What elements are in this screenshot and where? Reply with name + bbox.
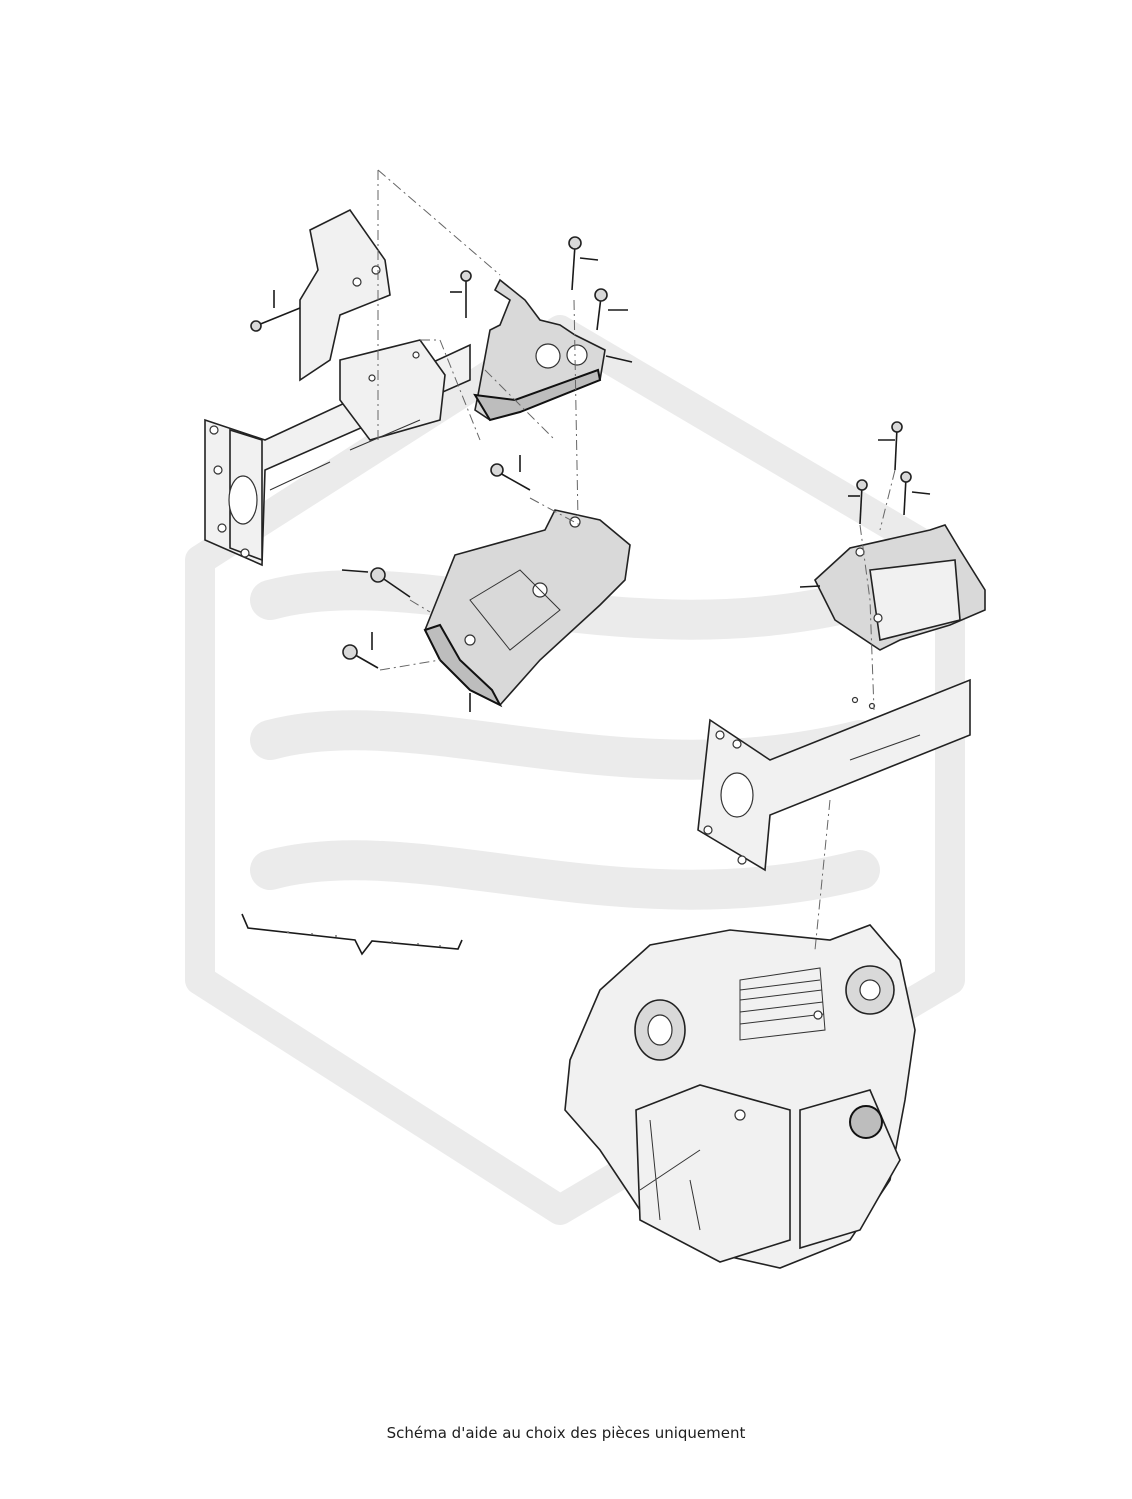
central-mount-bracket (423, 509, 631, 708)
bolt-central-top (490, 463, 531, 491)
bolt-trans-1 (891, 421, 903, 471)
bolt-trans-2 (856, 479, 868, 525)
right-chassis-rail (697, 678, 971, 872)
leader-lines (273, 257, 931, 712)
group-brace (241, 913, 463, 956)
bolt-upper-1 (568, 236, 582, 291)
assembly-lines (377, 169, 896, 951)
bolt-stud-top (460, 270, 472, 318)
bolt-trans-3 (900, 471, 912, 516)
caption: Schéma d'aide au choix des pièces unique… (386, 1424, 746, 1442)
bolt-left-long (250, 307, 301, 332)
bolt-central-left (370, 567, 411, 598)
upper-engine-mount (473, 278, 606, 422)
left-chassis-rail (204, 208, 471, 567)
transmission-mount (814, 524, 986, 651)
bolt-upper-2 (594, 288, 608, 331)
bolt-central-lower (342, 644, 379, 669)
gearbox-assembly (564, 924, 916, 1269)
